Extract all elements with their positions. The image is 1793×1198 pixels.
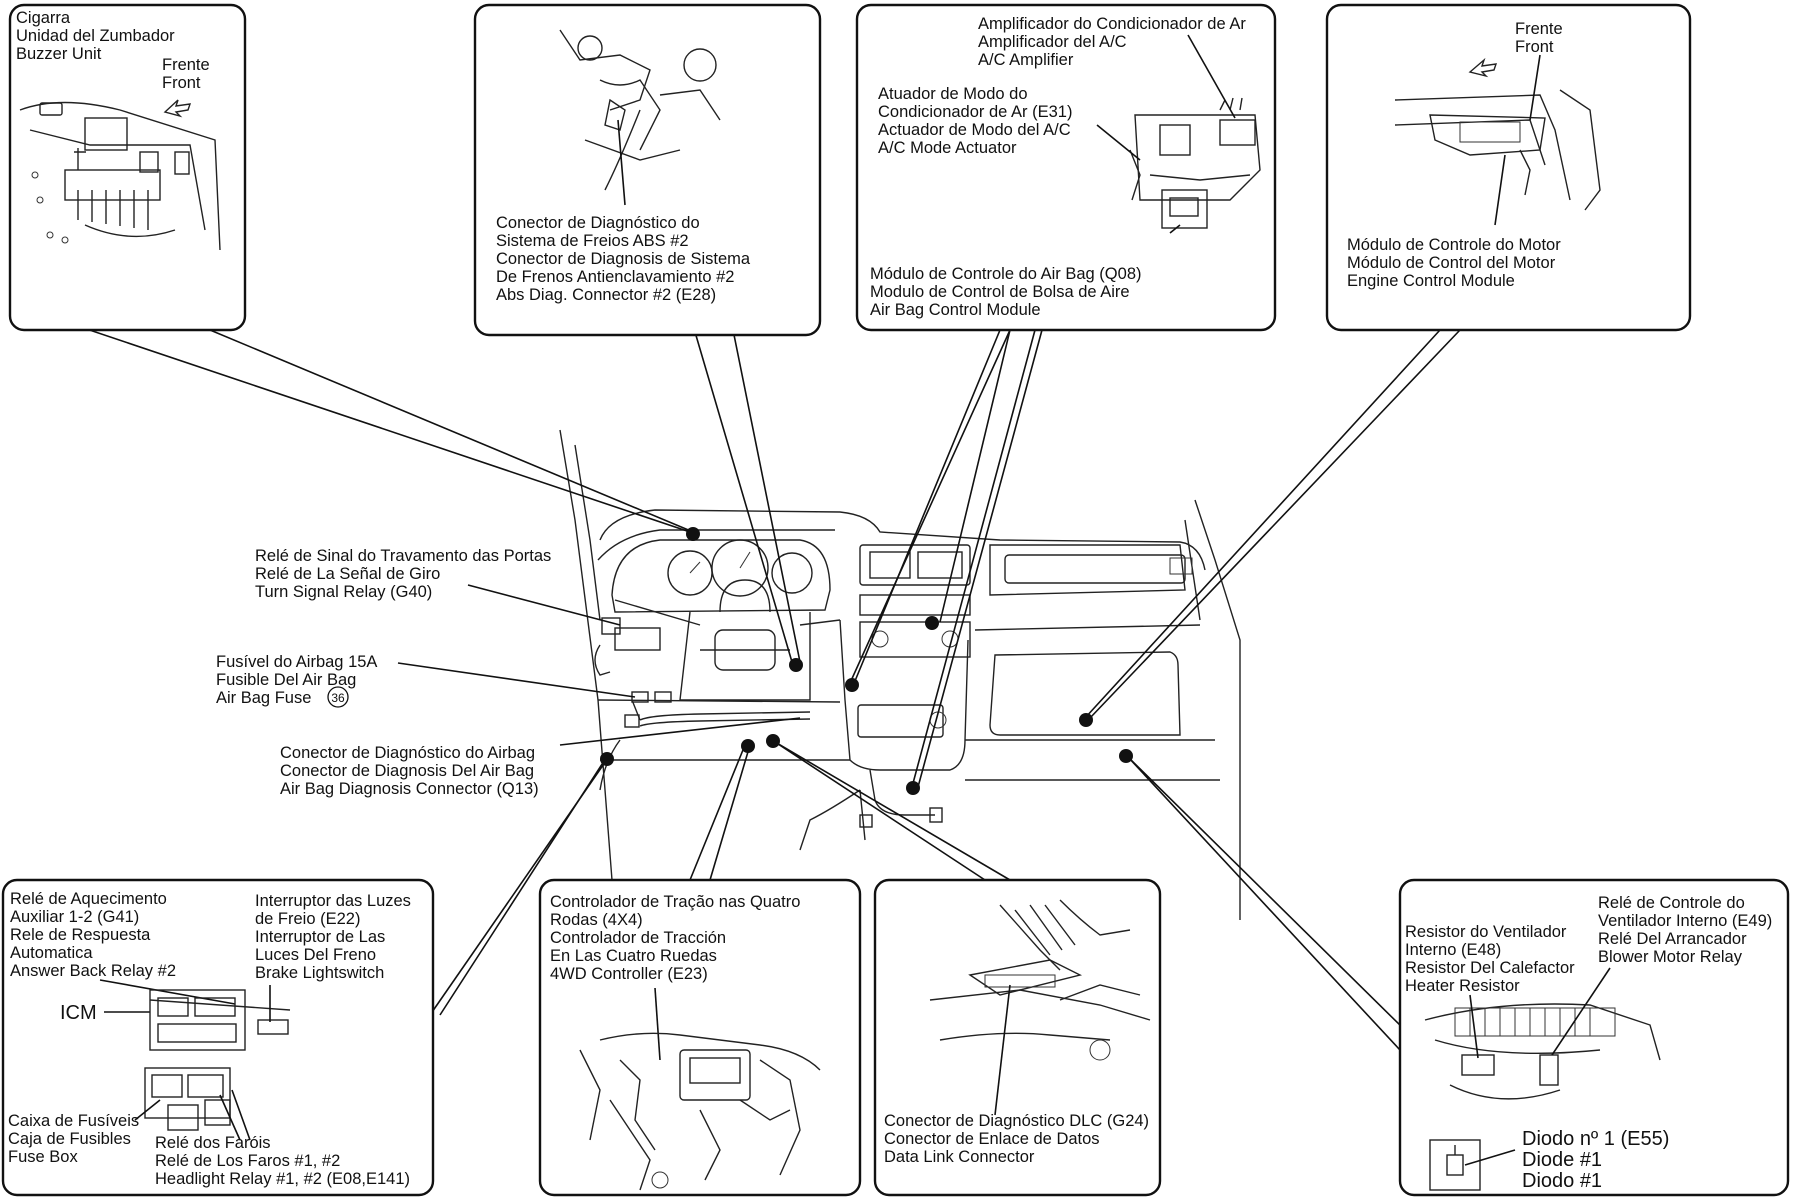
buzzer-label-2: Unidad del Zumbador: [16, 27, 175, 45]
dlc-label-1: Conector de Diagnóstico DLC (G24): [884, 1112, 1149, 1130]
callout-relay-panel: Relé de Aquecimento Auxiliar 1-2 (G41) R…: [1, 878, 435, 1197]
front-arrow-icon: [163, 99, 192, 118]
abs-label-1: Conector de Diagnóstico do: [496, 214, 700, 232]
callout-dlc: Conector de Diagnóstico DLC (G24) Conect…: [873, 878, 1162, 1197]
dot-airbag-module: [906, 781, 920, 795]
dashboard-drawing: [559, 429, 1241, 920]
blower-relay-label-4: Blower Motor Relay: [1598, 948, 1743, 966]
location-dots: [600, 527, 1133, 795]
heater-relay-label-1: Relé de Aquecimento: [10, 890, 167, 908]
brake-switch-label-1: Interruptor das Luzes: [255, 892, 411, 910]
turn-signal-label-1: Relé de Sinal do Travamento das Portas: [255, 547, 551, 565]
ac-actuator-label-4: A/C Mode Actuator: [878, 139, 1017, 157]
dot-abs: [789, 658, 803, 672]
ecm-label-2: Módulo de Control del Motor: [1347, 254, 1556, 272]
airbag-diag-label-3: Air Bag Diagnosis Connector (Q13): [280, 780, 539, 798]
abs-label-4: De Frenos Antienclavamiento #2: [496, 268, 734, 286]
ecm-label-3: Engine Control Module: [1347, 272, 1515, 290]
headlight-relay-label-2: Relé de Los Faros #1, #2: [155, 1152, 340, 1170]
fuse-number-badge: [327, 686, 349, 708]
fourwd-label-5: 4WD Controller (E23): [550, 965, 708, 983]
fusebox-label-2: Caja de Fusibles: [8, 1130, 131, 1148]
heater-relay-label-2: Auxiliar 1-2 (G41): [10, 908, 139, 926]
ecm-front-en: Front: [1515, 38, 1554, 56]
turn-signal-label-2: Relé de La Señal de Giro: [255, 565, 440, 583]
brake-switch-label-5: Brake Lightswitch: [255, 964, 384, 982]
ac-amp-label-2: Amplificador del A/C: [978, 33, 1127, 51]
diode-label-2: Diode #1: [1522, 1149, 1602, 1171]
callout-4wd-controller: Controlador de Tração nas Quatro Rodas (…: [538, 878, 862, 1197]
ac-amp-label-1: Amplificador do Condicionador de Ar: [978, 15, 1246, 33]
dot-buzzer: [686, 527, 700, 541]
dlc-label-3: Data Link Connector: [884, 1148, 1035, 1166]
airbag-fuse-label-3: Air Bag Fuse: [216, 689, 311, 707]
dot-ac-actuator: [845, 678, 859, 692]
ecm-front-pt: Frente: [1515, 20, 1563, 38]
brake-switch-label-4: Luces Del Freno: [255, 946, 376, 964]
label-airbag-diag-connector: Conector de Diagnóstico do Airbag Conect…: [280, 744, 539, 798]
callout-ac-airbag: Amplificador do Condicionador de Ar Ampl…: [855, 3, 1277, 332]
dot-ecm: [1079, 713, 1093, 727]
diode-label-1: Diodo nº 1 (E55): [1522, 1128, 1669, 1150]
label-airbag-fuse: Fusível do Airbag 15A Fusible Del Air Ba…: [216, 653, 377, 708]
dot-ac-amp: [925, 616, 939, 630]
blower-relay-label-3: Relé Del Arrancador: [1598, 930, 1747, 948]
abs-label-5: Abs Diag. Connector #2 (E28): [496, 286, 716, 304]
fusebox-label-1: Caixa de Fusíveis: [8, 1112, 139, 1130]
blower-relay-label-2: Ventilador Interno (E49): [1598, 912, 1772, 930]
heater-relay-label-4: Automatica: [10, 944, 93, 962]
label-turn-signal-relay: Relé de Sinal do Travamento das Portas R…: [255, 547, 551, 601]
airbag-module-label-3: Air Bag Control Module: [870, 301, 1041, 319]
dot-dlc: [766, 734, 780, 748]
buzzer-front-en: Front: [162, 74, 201, 92]
front-arrow-icon: [1468, 57, 1498, 78]
airbag-module-label-2: Modulo de Control de Bolsa de Aire: [870, 283, 1130, 301]
leader-lines: [29, 309, 1461, 1051]
buzzer-front-pt: Frente: [162, 56, 210, 74]
brake-switch-label-3: Interruptor de Las: [255, 928, 385, 946]
blower-resistor-label-1: Resistor do Ventilador: [1405, 923, 1567, 941]
airbag-fuse-label-1: Fusível do Airbag 15A: [216, 653, 377, 671]
airbag-module-label-1: Módulo de Controle do Air Bag (Q08): [870, 265, 1142, 283]
diode-label-3: Diodo #1: [1522, 1170, 1602, 1192]
ac-amp-label-3: A/C Amplifier: [978, 51, 1074, 69]
blower-resistor-label-3: Resistor Del Calefactor: [1405, 959, 1575, 977]
abs-label-3: Conector de Diagnosis de Sistema: [496, 250, 751, 268]
airbag-fuse-label-2: Fusible Del Air Bag: [216, 671, 356, 689]
headlight-relay-label-3: Headlight Relay #1, #2 (E08,E141): [155, 1170, 410, 1188]
dot-blower: [1119, 749, 1133, 763]
buzzer-label-3: Buzzer Unit: [16, 45, 102, 63]
ecm-label-1: Módulo de Controle do Motor: [1347, 236, 1561, 254]
ac-actuator-label-2: Condicionador de Ar (E31): [878, 103, 1072, 121]
dot-airbag-diag: [600, 752, 614, 766]
fuse-number: 36: [331, 691, 345, 705]
brake-switch-label-2: de Freio (E22): [255, 910, 360, 928]
dot-4wd: [741, 739, 755, 753]
blower-relay-label-1: Relé de Controle do: [1598, 894, 1745, 912]
callout-abs-connector: Conector de Diagnóstico do Sistema de Fr…: [473, 3, 822, 337]
fourwd-label-2: Rodas (4X4): [550, 911, 643, 929]
blower-resistor-label-4: Heater Resistor: [1405, 977, 1520, 995]
callout-blower-diode: Resistor do Ventilador Interno (E48) Res…: [1398, 878, 1790, 1197]
heater-relay-label-5: Answer Back Relay #2: [10, 962, 176, 980]
fourwd-label-3: Controlador de Tracción: [550, 929, 726, 947]
abs-label-2: Sistema de Freios ABS #2: [496, 232, 689, 250]
fusebox-label-3: Fuse Box: [8, 1148, 78, 1166]
callout-buzzer-unit: Cigarra Unidad del Zumbador Buzzer Unit …: [8, 3, 247, 332]
dlc-label-2: Conector de Enlace de Datos: [884, 1130, 1100, 1148]
buzzer-label-1: Cigarra: [16, 9, 71, 27]
turn-signal-label-3: Turn Signal Relay (G40): [255, 583, 432, 601]
blower-resistor-label-2: Interno (E48): [1405, 941, 1501, 959]
headlight-relay-label-1: Relé dos Faróis: [155, 1134, 271, 1152]
airbag-diag-label-1: Conector de Diagnóstico do Airbag: [280, 744, 535, 762]
icm-label: ICM: [60, 1002, 97, 1024]
airbag-diag-label-2: Conector de Diagnosis Del Air Bag: [280, 762, 534, 780]
fourwd-label-1: Controlador de Tração nas Quatro: [550, 893, 800, 911]
ac-actuator-label-1: Atuador de Modo do: [878, 85, 1028, 103]
fourwd-label-4: En Las Cuatro Ruedas: [550, 947, 717, 965]
heater-relay-label-3: Rele de Respuesta: [10, 926, 151, 944]
callout-ecm: Frente Front Módulo de Controle do Motor…: [1325, 3, 1692, 332]
ac-actuator-label-3: Actuador de Modo del A/C: [878, 121, 1071, 139]
